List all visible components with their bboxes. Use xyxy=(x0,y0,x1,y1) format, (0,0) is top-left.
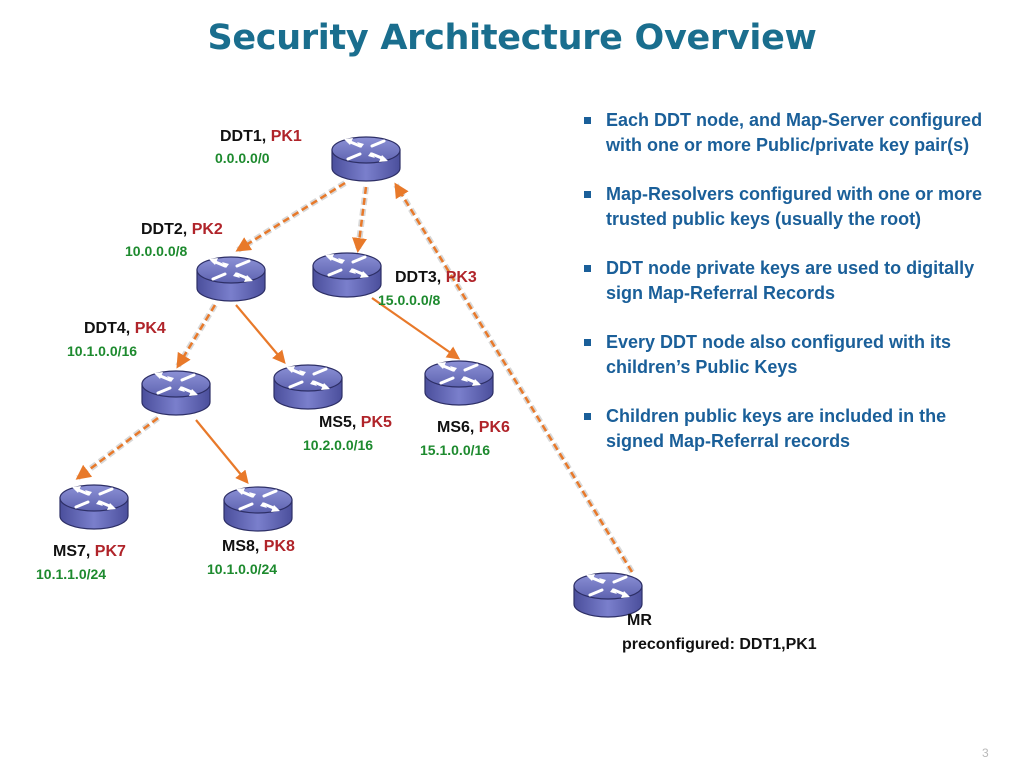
router-icon-ddt4 xyxy=(140,369,212,417)
link-mr-ddt1-arrow xyxy=(394,182,634,573)
link-ddt4-ms7-arrow xyxy=(75,417,159,480)
node-prefix-ms6: 15.1.0.0/16 xyxy=(420,442,491,458)
bullet-square-icon xyxy=(584,413,591,420)
node-label-ddt4: DDT4, PK4 xyxy=(84,320,166,337)
node-label-ddt2: DDT2, PK2 xyxy=(141,221,223,238)
bullet-square-icon xyxy=(584,339,591,346)
router-icon-ddt2 xyxy=(195,255,267,303)
node-label-ms7: MS7, PK7 xyxy=(53,543,126,560)
link-ddt2-ddt4-arrow xyxy=(176,304,217,369)
link-ddt1-ddt3-arrow xyxy=(352,186,368,253)
bullet-square-icon xyxy=(584,117,591,124)
bullet-item: DDT node private keys are used to digita… xyxy=(582,256,1002,306)
bullet-item: Every DDT node also configured with its … xyxy=(582,330,1002,380)
link-ddt3-ms6 xyxy=(371,297,461,360)
node-prefix-ms7: 10.1.1.0/24 xyxy=(36,566,107,582)
page-number: 3 xyxy=(982,746,989,760)
mr-preconfigured-text: preconfigured: DDT1,PK1 xyxy=(622,636,817,653)
bullet-item: Each DDT node, and Map-Server configured… xyxy=(582,108,1002,158)
bullet-square-icon xyxy=(584,191,591,198)
node-label-mr: MR xyxy=(627,612,652,629)
bullet-item: Children public keys are included in the… xyxy=(582,404,1002,454)
node-prefix-ddt4: 10.1.0.0/16 xyxy=(67,343,138,359)
node-prefix-ms5: 10.2.0.0/16 xyxy=(303,437,374,453)
link-ddt1-ddt2-arrow xyxy=(235,181,346,252)
router-icon-ddt1 xyxy=(330,135,402,183)
node-prefix-ddt2: 10.0.0.0/8 xyxy=(125,243,188,259)
slide-title: Security Architecture Overview xyxy=(207,18,817,58)
bullet-square-icon xyxy=(584,265,591,272)
node-label-ms8: MS8, PK8 xyxy=(222,538,295,555)
link-ddt1-ddt3 xyxy=(355,186,369,251)
router-icon-ms8 xyxy=(222,485,294,533)
bullet-list: Each DDT node, and Map-Server configured… xyxy=(582,108,1002,478)
signing-links xyxy=(75,180,635,574)
node-label-ms6: MS6, PK6 xyxy=(437,419,510,436)
link-ddt4-ms8 xyxy=(195,419,249,485)
node-label-ddt1: DDT1, PK1 xyxy=(220,128,302,145)
bullet-item: Map-Resolvers configured with one or mor… xyxy=(582,182,1002,232)
router-icon-mr xyxy=(572,571,644,619)
link-ddt2-ms5 xyxy=(235,304,286,365)
node-prefix-ms8: 10.1.0.0/24 xyxy=(207,561,278,577)
router-icon-ms5 xyxy=(272,363,344,411)
router-icon-ms7 xyxy=(58,483,130,531)
node-label-ms5: MS5, PK5 xyxy=(319,414,392,431)
node-label-ddt3: DDT3, PK3 xyxy=(395,269,477,286)
delegation-links xyxy=(195,297,461,485)
router-icon-ddt3 xyxy=(311,251,383,299)
node-prefix-ddt1: 0.0.0.0/0 xyxy=(215,150,270,166)
router-icon-ms6 xyxy=(423,359,495,407)
node-prefix-ddt3: 15.0.0.0/8 xyxy=(378,292,441,308)
